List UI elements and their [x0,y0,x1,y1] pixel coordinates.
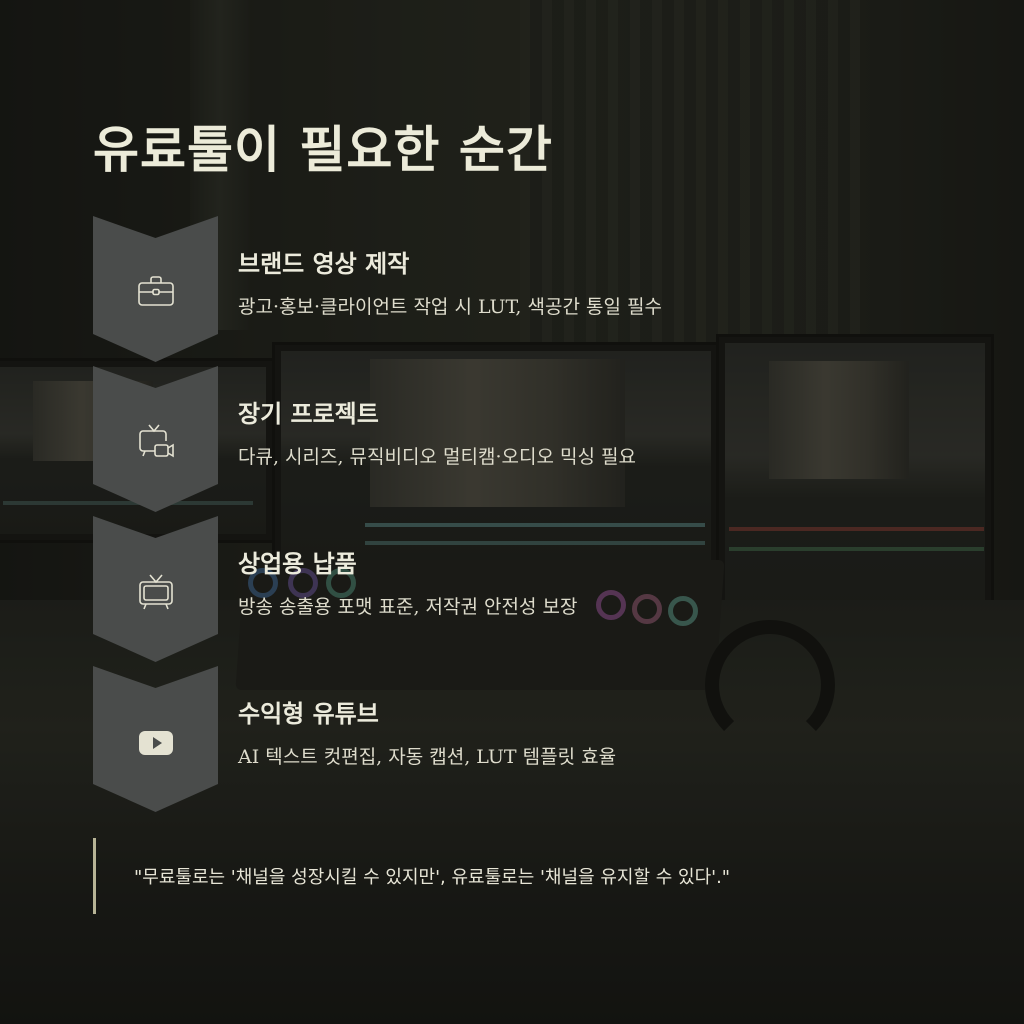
step-description: AI 텍스트 컷편집, 자동 캡션, LUT 템플릿 효율 [238,746,617,768]
chevron-badge [93,666,218,812]
step-brand-video: 브랜드 영상 제작 광고·홍보·클라이언트 작업 시 LUT, 색공간 통일 필… [93,216,853,362]
step-title: 수익형 유튜브 [238,700,379,728]
tv-camera-icon [139,424,174,458]
briefcase-icon [138,276,174,306]
step-long-project: 장기 프로젝트 다큐, 시리즈, 뮤직비디오 멀티캠·오디오 믹싱 필요 [93,366,853,512]
chevron-badge [93,516,218,662]
step-commercial-delivery: 상업용 납품 방송 송출용 포맷 표준, 저작권 안전성 보장 [93,516,853,662]
step-description: 방송 송출용 포맷 표준, 저작권 안전성 보장 [238,596,578,618]
tv-icon [139,574,173,610]
step-title: 브랜드 영상 제작 [238,250,410,278]
step-monetized-youtube: 수익형 유튜브 AI 텍스트 컷편집, 자동 캡션, LUT 템플릿 효율 [93,666,853,812]
step-description: 다큐, 시리즈, 뮤직비디오 멀티캠·오디오 믹싱 필요 [238,446,636,468]
page-title: 유료툴이 필요한 순간 [93,121,553,179]
closing-quote: "무료툴로는 '채널을 성장시킬 수 있지만', 유료툴로는 '채널을 유지할 … [93,838,730,914]
chevron-badge [93,366,218,512]
youtube-icon [139,731,173,755]
step-title: 장기 프로젝트 [238,400,379,428]
chevron-badge [93,216,218,362]
step-title: 상업용 납품 [238,550,357,578]
step-description: 광고·홍보·클라이언트 작업 시 LUT, 색공간 통일 필수 [238,296,662,318]
